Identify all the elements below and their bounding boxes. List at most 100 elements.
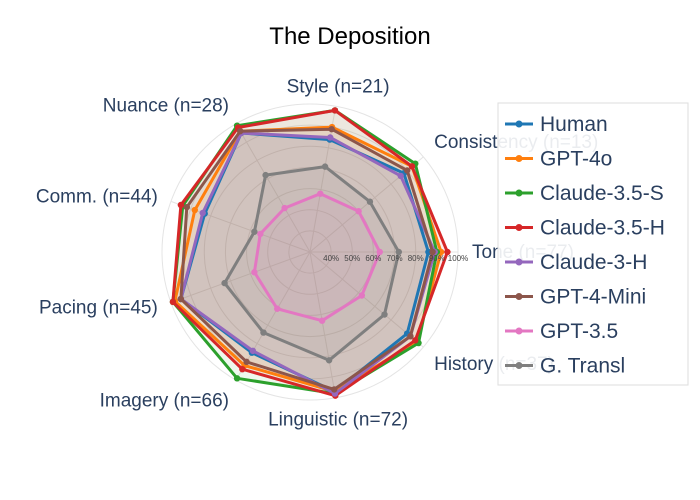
radial-tick-label: 100% <box>448 254 468 263</box>
data-point[interactable] <box>251 228 258 235</box>
legend-item[interactable]: G. Transl <box>505 355 625 378</box>
legend-item[interactable]: Human <box>505 113 608 136</box>
series-7[interactable] <box>251 190 383 324</box>
legend-marker <box>515 120 523 128</box>
data-point[interactable] <box>395 248 402 256</box>
series-line <box>223 165 401 362</box>
data-point[interactable] <box>412 337 419 344</box>
axis-label: Linguistic (n=72) <box>268 410 408 431</box>
data-point[interactable] <box>249 347 257 355</box>
data-point[interactable] <box>429 248 436 256</box>
data-point[interactable] <box>326 134 334 141</box>
grid-spoke <box>170 251 311 304</box>
data-point[interactable] <box>177 201 185 209</box>
data-point[interactable] <box>321 163 329 170</box>
data-point[interactable] <box>281 204 288 212</box>
data-point[interactable] <box>221 279 228 287</box>
legend-item[interactable]: Claude-3.5-H <box>505 217 665 240</box>
legend-marker <box>515 362 523 369</box>
axis-label: Pacing (n=45) <box>39 297 158 318</box>
data-point[interactable] <box>237 127 244 135</box>
series-fills <box>172 110 448 396</box>
legend-label: Human <box>540 113 608 136</box>
legend-marker <box>515 258 523 266</box>
data-point[interactable] <box>325 357 333 364</box>
radial-tick-label: 60% <box>365 254 381 263</box>
legend-item[interactable]: GPT-3.5 <box>505 320 618 343</box>
data-point[interactable] <box>318 317 326 324</box>
radial-tick-labels: 40%50%60%70%80%90%100% <box>323 254 468 263</box>
data-point[interactable] <box>260 329 267 336</box>
series-line <box>252 192 382 323</box>
data-point[interactable] <box>355 208 362 215</box>
data-point[interactable] <box>317 190 324 197</box>
legend-item[interactable]: GPT-4-Mini <box>505 286 646 309</box>
legend-label: GPT-4-Mini <box>540 286 646 309</box>
series-fill <box>174 127 442 392</box>
series-fill <box>180 129 433 390</box>
axis-label: Comm. (n=44) <box>36 187 158 208</box>
series-line <box>179 127 435 391</box>
radial-tick-label: 50% <box>344 254 360 263</box>
axis-label: Imagery (n=66) <box>100 390 229 411</box>
legend-item[interactable]: Claude-3.5-S <box>505 182 664 205</box>
data-point[interactable] <box>169 298 177 306</box>
grid-spoke <box>235 123 311 253</box>
legend-label: GPT-4o <box>540 148 612 171</box>
legend-marker <box>515 224 523 231</box>
data-point[interactable] <box>408 163 416 170</box>
legend-marker <box>515 293 523 300</box>
data-point[interactable] <box>331 386 338 393</box>
data-point[interactable] <box>183 203 191 211</box>
series-line <box>179 131 437 396</box>
data-point[interactable] <box>444 248 451 256</box>
data-point[interactable] <box>403 167 411 174</box>
series-8[interactable] <box>221 163 402 364</box>
grid-spoke <box>309 251 424 348</box>
data-point[interactable] <box>257 230 264 238</box>
data-point[interactable] <box>274 305 281 312</box>
radial-tick-label: 40% <box>323 254 339 263</box>
data-point[interactable] <box>233 375 241 382</box>
data-point[interactable] <box>262 171 269 179</box>
axis-label: Nuance (n=28) <box>103 96 229 117</box>
data-point[interactable] <box>407 333 414 340</box>
data-point[interactable] <box>191 206 198 214</box>
data-point[interactable] <box>251 269 258 276</box>
legend-box <box>497 102 689 386</box>
series-4[interactable] <box>169 107 451 399</box>
series-5[interactable] <box>177 129 438 397</box>
series-fill <box>180 133 435 394</box>
legend-label: G. Transl <box>540 355 625 378</box>
data-point[interactable] <box>239 365 246 373</box>
radial-tick-label: 90% <box>429 254 445 263</box>
series-fill <box>254 193 380 321</box>
legend-label: Claude-3.5-S <box>540 182 664 205</box>
data-point[interactable] <box>397 172 404 180</box>
radial-tick-label: 80% <box>408 254 424 263</box>
legend-marker <box>515 155 523 162</box>
data-point[interactable] <box>376 248 383 256</box>
series-fill <box>172 110 448 396</box>
data-point[interactable] <box>331 107 339 114</box>
data-point[interactable] <box>243 358 250 366</box>
legend-label: Claude-3.5-H <box>540 217 665 240</box>
legend-item[interactable]: Claude-3-H <box>505 251 647 274</box>
series-fill <box>172 110 437 394</box>
data-point[interactable] <box>358 292 366 299</box>
series-fill <box>224 166 399 361</box>
legend-label: GPT-3.5 <box>540 320 618 343</box>
grid-spoke <box>309 251 337 398</box>
data-point[interactable] <box>366 198 374 205</box>
legend-label: Claude-3-H <box>540 251 647 274</box>
chart-title: The Deposition <box>269 23 430 50</box>
data-point[interactable] <box>328 125 335 133</box>
data-point[interactable] <box>177 295 185 303</box>
series-line <box>171 108 449 398</box>
data-point[interactable] <box>381 311 388 318</box>
series-6[interactable] <box>177 125 436 393</box>
legend-item[interactable]: GPT-4o <box>505 148 612 171</box>
data-point[interactable] <box>199 209 206 217</box>
